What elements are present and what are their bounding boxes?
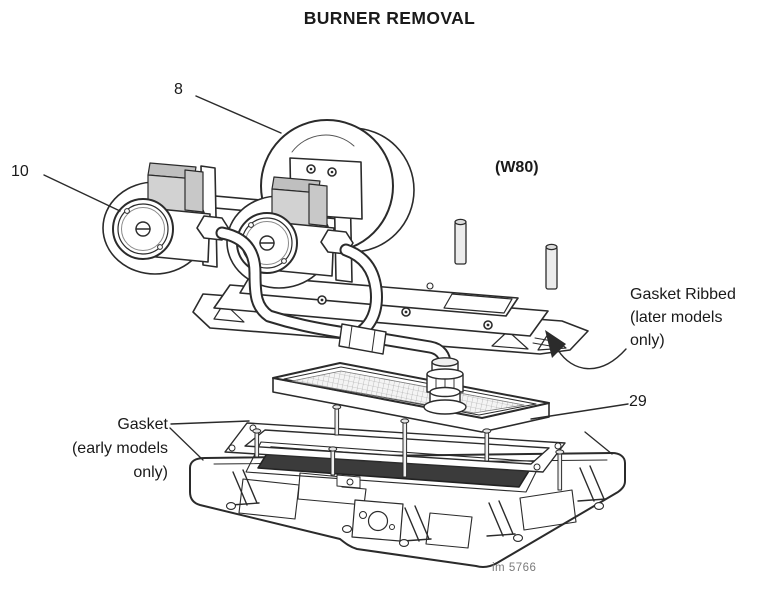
annotation-gasket-ribbed: Gasket Ribbed (later models only) — [630, 283, 736, 352]
annotation-line: only) — [630, 332, 665, 349]
leader-part-10 — [43, 174, 121, 212]
leader-gasket-ribbed-arrow — [557, 348, 627, 370]
leader-part-29 — [530, 403, 629, 420]
annotation-line: Gasket — [117, 416, 168, 433]
image-reference-number: im 5766 — [492, 562, 537, 574]
gas-pipes — [215, 226, 452, 379]
pipe-union-nut — [423, 357, 467, 415]
leader-gasket-early — [170, 420, 250, 425]
leader-lines — [43, 95, 629, 425]
gas-valve-left — [102, 162, 230, 275]
arrowhead-icon — [545, 330, 566, 358]
annotation-line: (later models — [630, 309, 723, 326]
burner-plate-item-29 — [272, 362, 550, 433]
figure-title: BURNER REMOVAL — [303, 8, 476, 28]
leader-part-8 — [195, 95, 282, 134]
annotation-line: Gasket Ribbed — [630, 286, 736, 303]
pan-center-bracket — [351, 499, 404, 542]
callout-part-8: 8 — [174, 81, 183, 98]
callout-part-29: 29 — [629, 393, 647, 410]
callout-part-10: 10 — [11, 163, 29, 180]
annotation-line: only) — [133, 464, 168, 481]
fixing-screws — [252, 404, 565, 491]
gasket-early-frame — [224, 422, 566, 473]
annotation-line: (early models — [71, 440, 168, 457]
alignment-studs — [454, 218, 558, 290]
annotation-gasket-early: Gasket (early models only) — [30, 413, 168, 485]
model-note-w80: (W80) — [495, 159, 539, 176]
